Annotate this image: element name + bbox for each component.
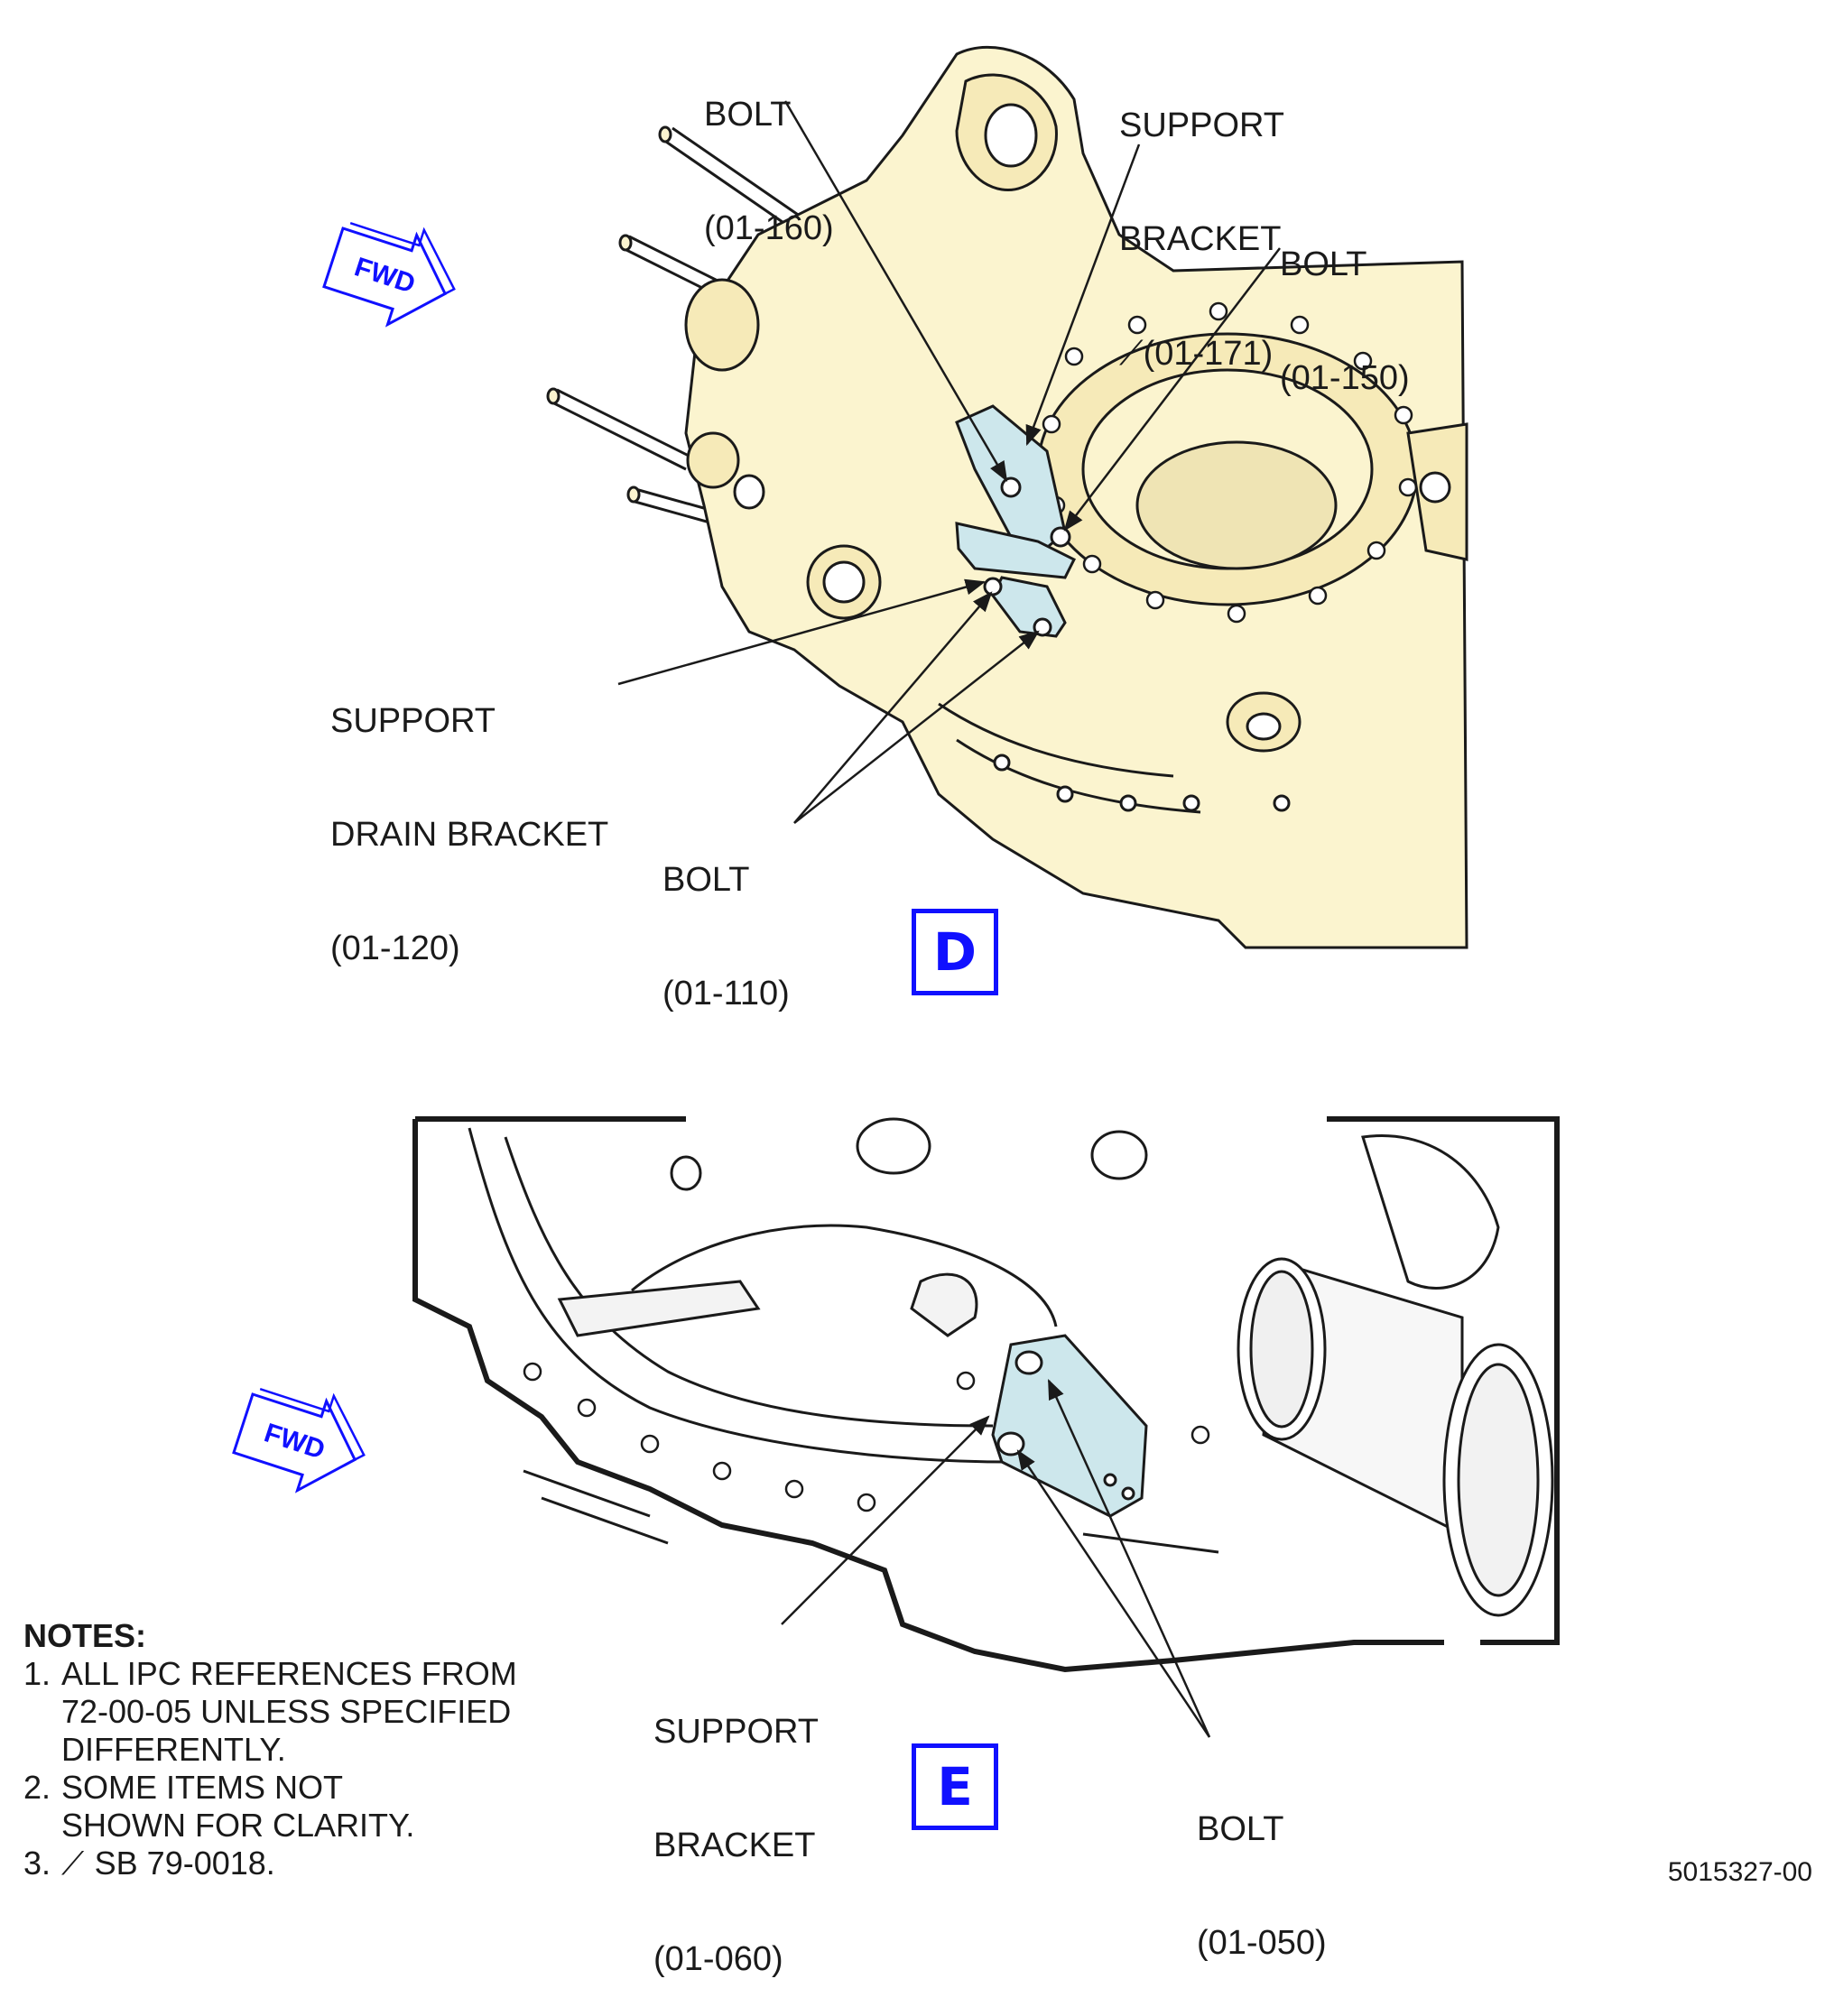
note-line: SB 79-0018. [94, 1845, 275, 1882]
note-line: ALL IPC REFERENCES FROM [61, 1655, 517, 1692]
housing-studs [546, 125, 804, 525]
sb-revision-triangle-icon: ⟋ [61, 1845, 95, 1882]
sb-revision-triangle-icon: ⟋​ [1119, 333, 1144, 373]
view-e-fwd-arrow [232, 1388, 366, 1494]
view-e-border [415, 1116, 1560, 1645]
callout-text: BRACKET [653, 1826, 816, 1864]
drawing-number: 5015327-00 [1667, 1857, 1812, 1887]
view-d-leaders [617, 100, 1281, 824]
callout-ref: (01-050) [1197, 1924, 1327, 1962]
callout-ref: (01-120) [330, 929, 460, 967]
callout-text: BOLT [704, 96, 792, 134]
note-line: 72-00-05 UNLESS SPECIFIED [61, 1693, 512, 1730]
callout-text: SUPPORT [1119, 106, 1285, 144]
view-e-gearbox-housing [412, 1116, 1560, 1673]
callout-text: SUPPORT [330, 702, 496, 740]
note-item-2: 2. SOME ITEMS NOT SHOWN FOR CLARITY. [23, 1769, 517, 1845]
callout-ref: (01-171) [1143, 335, 1274, 373]
callout-text: SUPPORT [653, 1713, 820, 1751]
callout-bolt-01-110: BOLT (01-110) [662, 785, 790, 1050]
callout-support-drain-bracket-01-120: SUPPORT DRAIN BRACKET (01-120) [330, 626, 608, 1005]
callout-text: BRACKET [1119, 220, 1282, 258]
view-e-leaders [781, 1378, 1211, 1738]
callout-ref: (01-150) [1280, 359, 1410, 397]
note-item-3: 3. ⟋ SB 79-0018. [23, 1845, 517, 1883]
note-line: SHOWN FOR CLARITY. [61, 1807, 415, 1844]
callout-bolt-01-160: BOLT (01-160) [704, 20, 834, 285]
callout-ref: (01-110) [662, 975, 790, 1013]
callout-text: BOLT [1197, 1810, 1284, 1848]
note-number: 2. [23, 1769, 51, 1806]
notes-heading: NOTES: [23, 1617, 147, 1654]
callout-text: BOLT [662, 861, 750, 899]
note-line: SOME ITEMS NOT [61, 1769, 344, 1806]
note-item-1: 1. ALL IPC REFERENCES FROM 72-00-05 UNLE… [23, 1655, 517, 1769]
callout-bolt-01-050: BOLT (01-050) [1197, 1734, 1327, 2000]
callout-ref: (01-060) [653, 1940, 783, 1978]
callout-support-bracket-01-171: SUPPORT BRACKET ⟋​(01-171) [1119, 31, 1284, 411]
notes-block: NOTES: 1. ALL IPC REFERENCES FROM 72-00-… [23, 1617, 517, 1883]
view-d-gearbox-housing [546, 45, 1468, 949]
view-d-identifier: D [912, 909, 998, 995]
view-e-identifier: E [912, 1743, 998, 1830]
note-line: DIFFERENTLY. [61, 1731, 286, 1768]
callout-ref: (01-160) [704, 209, 834, 247]
callout-bolt-01-150: BOLT (01-150) [1280, 170, 1410, 435]
note-number: 3. [23, 1845, 51, 1882]
illustration-canvas [232, 45, 1560, 1738]
callout-support-bracket-01-060: SUPPORT BRACKET (01-060) [653, 1637, 819, 2016]
note-number: 1. [23, 1655, 51, 1692]
callout-text: DRAIN BRACKET [330, 816, 609, 854]
callout-text: BOLT [1280, 245, 1367, 283]
view-d-fwd-arrow [322, 222, 456, 328]
